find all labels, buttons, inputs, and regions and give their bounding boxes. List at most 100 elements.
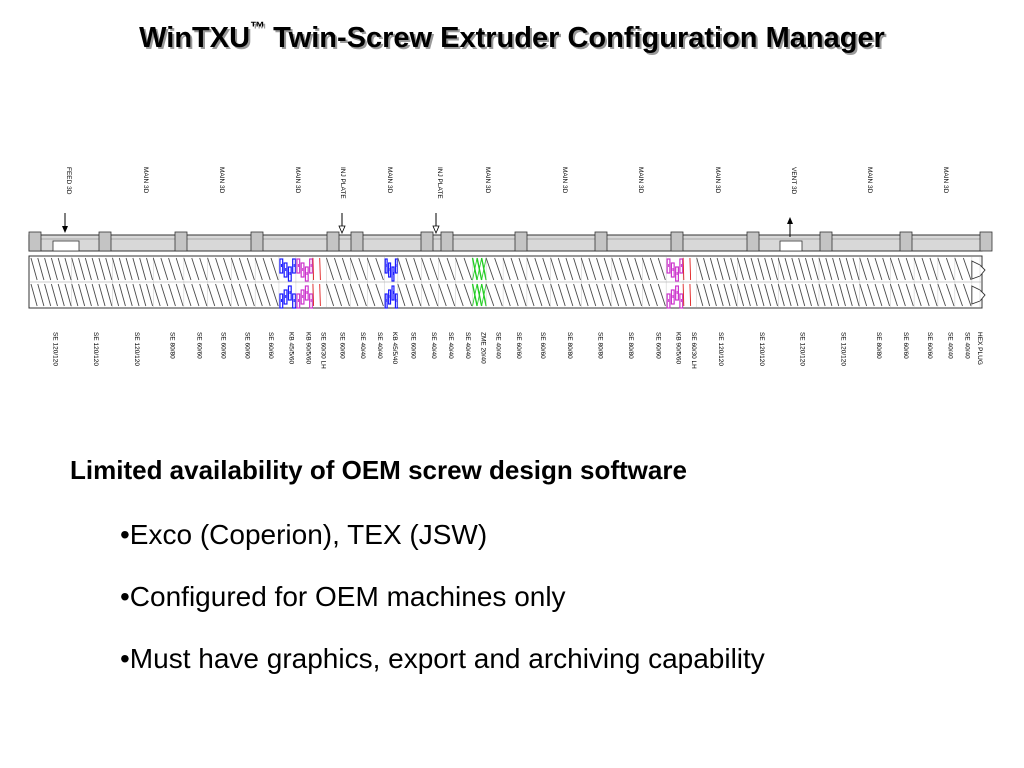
screw-flight [160,283,169,307]
screw-element-label: SE 40/40 [447,332,454,359]
screw-flight [494,257,503,281]
screw-flight [168,283,176,307]
screw-flight [962,283,972,307]
screw-flight [413,257,422,281]
barrel-section-label: MAIN 3D [142,167,149,194]
screw-element-label: SE 60/60 [654,332,661,359]
kneading-disc [679,293,684,309]
screw-flight [777,257,785,281]
screw-flight [603,257,612,281]
kneading-disc [279,258,284,274]
screw-element-label: SE 40/40 [946,332,953,359]
barrel-section-label: MAIN 3D [386,167,393,194]
screw-flight [429,283,439,307]
screw-flight [326,283,335,307]
screw-flight [526,283,535,307]
screw-flight [518,257,527,281]
screw-flight [485,257,495,281]
screw-element-label: KB 90/5/60 [675,332,682,365]
screw-flight [44,283,52,307]
screw-flight [550,257,558,281]
screw-flight [832,283,840,307]
screw-flight [510,283,519,307]
screw-flight [682,283,685,307]
screw-element-label: SE 120/120 [92,332,99,366]
barrel-wall [28,234,983,252]
screw-element-label: SE 60/60 [196,332,203,359]
screw-flight [818,283,826,307]
screw-flight [730,283,738,307]
screw-flight [757,283,765,307]
screw-flight [588,257,597,281]
barrel-section-label: MAIN 3D [866,167,873,194]
screw-flight [207,283,216,307]
kneading-disc-fill [668,299,670,302]
screw-flight [139,257,147,281]
screw-flight [777,283,785,307]
screw-element-label: SE 60/60 [926,332,933,359]
screw-element-label: SE 40/40 [963,332,970,359]
screw-flight [125,283,133,307]
screw-flight [743,283,751,307]
kneading-disc-fill [310,264,312,267]
screw-flight [657,257,666,281]
screw-flight [954,257,963,281]
screw-flight [649,257,658,281]
screw-flight [366,283,376,307]
screw-flight [771,257,778,281]
kneading-disc-fill [676,291,678,294]
screw-flight [270,257,279,281]
screw-flight [312,283,315,307]
screw-flight [771,283,778,307]
kneading-disc-fill [393,291,395,294]
screw-flight [626,257,635,281]
screw-element-label: SE 40/40 [359,332,366,359]
screw-flight [737,257,745,281]
kneading-disc-fill [306,291,308,294]
screw-flight [366,257,376,281]
screw-element-label: SE 60/60 [539,332,546,359]
mixing-flight [472,257,478,281]
screw-flight [962,257,972,281]
kneading-disc-fill [389,268,391,271]
screw-flight [945,283,955,307]
kneading-disc-fill [280,299,282,302]
screw-flight [818,257,826,281]
screw-flight [696,257,704,281]
inj-arrow-head [432,225,440,235]
screw-flight [223,283,232,307]
screw-element-label: KB 45/5/40 [391,332,398,365]
screw-element-label: KB 90/5/60 [304,332,311,365]
screw-flight [784,257,792,281]
screw-flight [112,283,120,307]
screw-flight [175,283,184,307]
barrel-flange [746,231,760,252]
screw-flight [183,283,192,307]
screw-flight [852,257,860,281]
screw-flight [798,283,806,307]
screw-flight [852,283,860,307]
mixing-flight [481,283,487,307]
screw-flight [446,257,456,281]
screw-element-label: SE 60/60 [267,332,274,359]
screw-flight [64,257,72,281]
screw-flight [703,257,711,281]
screw-flight [319,257,321,281]
kneading-disc-fill [289,291,291,294]
screw-flight [573,283,581,307]
barrel-section-label: INJ PLATE [339,167,346,199]
kneading-disc-fill [386,264,388,267]
screw-flight [526,257,535,281]
screw-flight [254,283,263,307]
title-brand: WinTXU [139,22,251,54]
screw-flight [375,283,384,307]
screw-flight [132,283,140,307]
kneading-disc [296,293,301,309]
screw-element-label: SE 40/40 [464,332,471,359]
screw-flight [438,283,447,307]
screw-flight [882,257,890,281]
screw-element-label: SE 60/60 [338,332,345,359]
kneading-disc-fill [297,299,299,302]
screw-flight [557,283,566,307]
screw-flight [98,283,106,307]
